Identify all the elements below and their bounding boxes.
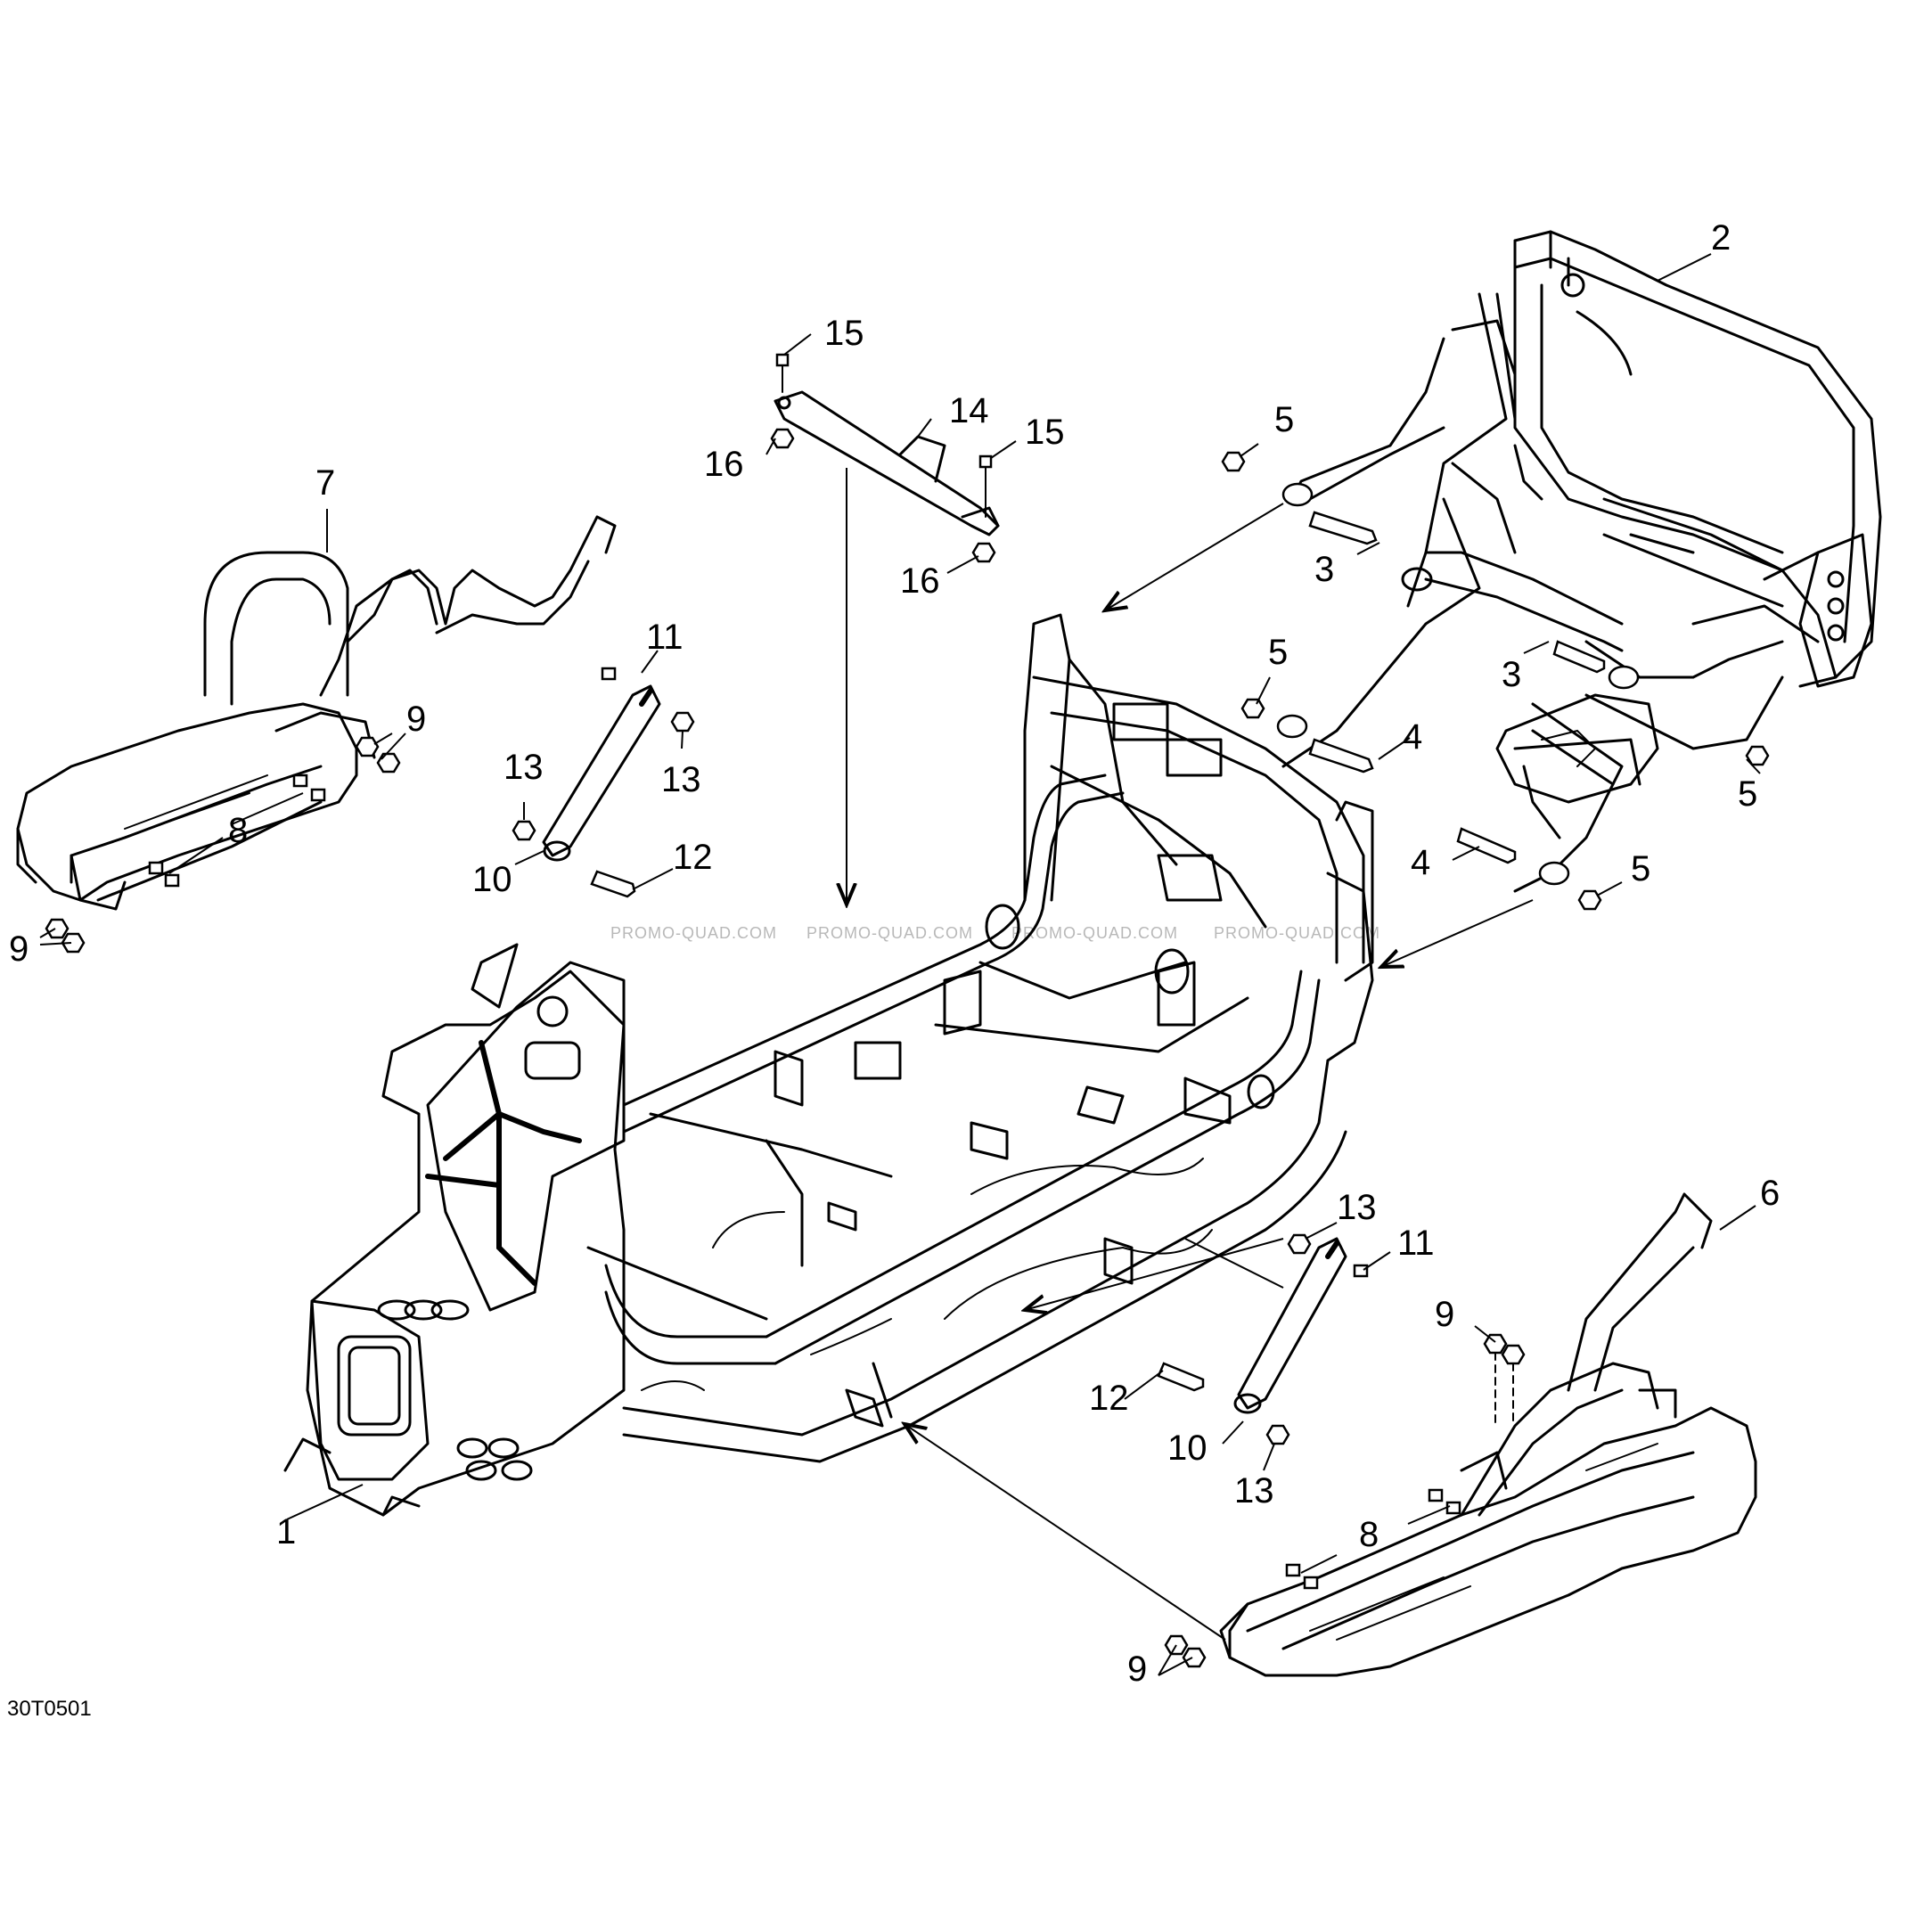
stabilizer-rod-upper <box>542 684 661 862</box>
nut-icon <box>376 752 401 774</box>
callout-13: 13 <box>503 748 544 787</box>
stabilizer-rod-lower <box>1233 1237 1347 1414</box>
bushing-icon <box>1608 665 1640 690</box>
watermark-text: PROMO-QUAD.COM <box>806 924 973 942</box>
bolt-icon <box>1285 1563 1301 1577</box>
callout-5: 5 <box>1738 774 1757 814</box>
assembly-arrow <box>1184 1238 1284 1289</box>
assembly-arrow <box>905 1424 1226 1641</box>
bolt-icon <box>1303 1576 1319 1590</box>
callout-5: 5 <box>1274 400 1294 439</box>
callout-16: 16 <box>704 445 744 484</box>
callout-9: 9 <box>9 929 29 969</box>
bolt-icon <box>775 353 790 367</box>
callout-4: 4 <box>1403 717 1422 757</box>
assembly-arrows <box>847 468 1534 1641</box>
bolt-icon <box>1308 511 1378 545</box>
bolt-icon <box>310 788 326 802</box>
nut-icon <box>770 428 795 449</box>
assembly-arrow <box>1105 503 1284 610</box>
nut-icon <box>1287 1233 1312 1255</box>
bolt-icon <box>148 861 164 875</box>
left-footrest <box>16 515 617 911</box>
callout-10: 10 <box>1167 1429 1208 1468</box>
callout-9: 9 <box>406 700 426 739</box>
nut-icon <box>670 711 695 733</box>
assembly-arrow <box>1381 899 1534 967</box>
callout-12: 12 <box>673 838 713 877</box>
watermark-text: PROMO-QUAD.COM <box>610 924 777 942</box>
callout-16: 16 <box>900 561 940 601</box>
callout-11: 11 <box>1397 1224 1435 1263</box>
callout-13: 13 <box>1234 1471 1274 1510</box>
bolt-icon <box>1157 1362 1205 1392</box>
leader-lines <box>39 253 1761 1676</box>
bolt-icon <box>1428 1488 1444 1502</box>
nut-icon <box>1265 1424 1290 1445</box>
main-frame <box>283 613 1374 1517</box>
nut-icon <box>1577 889 1602 911</box>
callout-6: 6 <box>1760 1174 1780 1213</box>
callout-15: 15 <box>824 314 864 353</box>
callout-10: 10 <box>472 860 512 899</box>
bushing-icon <box>1538 861 1570 886</box>
assembly-arrow <box>1025 1238 1284 1310</box>
nut-icon <box>1240 698 1265 719</box>
callout-9: 9 <box>1435 1295 1454 1334</box>
callout-8: 8 <box>1359 1515 1379 1554</box>
watermark-text: PROMO-QUAD.COM <box>1011 924 1178 942</box>
nut-icon <box>1182 1647 1207 1668</box>
callout-1: 1 <box>276 1512 296 1551</box>
callout-13: 13 <box>1337 1188 1377 1227</box>
bolt-icon <box>164 873 180 888</box>
callout-4: 4 <box>1411 843 1430 882</box>
nut-icon <box>45 918 70 939</box>
callout-14: 14 <box>949 391 989 430</box>
bolt-icon <box>978 454 993 469</box>
watermark-row: PROMO-QUAD.COM PROMO-QUAD.COM PROMO-QUAD… <box>610 924 1380 942</box>
nut-icon <box>1501 1344 1526 1365</box>
bolt-icon <box>1456 827 1517 864</box>
right-footrest <box>1219 1192 1757 1677</box>
bolt-icon <box>1308 738 1374 774</box>
watermark-text: PROMO-QUAD.COM <box>1214 924 1380 942</box>
callout-2: 2 <box>1711 218 1731 258</box>
callout-9: 9 <box>1127 1650 1147 1689</box>
bolt-icon <box>292 774 308 788</box>
bushing-icon <box>1276 714 1308 739</box>
callout-5: 5 <box>1268 633 1288 672</box>
bolt-icon <box>590 870 636 898</box>
bolt-icon <box>1445 1501 1461 1515</box>
nut-icon <box>1745 745 1770 766</box>
nut-icon <box>971 542 996 563</box>
bolt-icon <box>1353 1264 1369 1278</box>
rear-frame <box>1281 230 1882 893</box>
callout-3: 3 <box>1502 655 1521 694</box>
callout-11: 11 <box>646 618 684 657</box>
callout-labels: 1 2 3 3 4 4 5 5 5 5 6 7 8 8 9 9 9 9 10 1… <box>9 218 1780 1689</box>
bolt-icon <box>1552 640 1606 674</box>
bolt-icon <box>601 667 617 681</box>
figure-code: 30T0501 <box>7 1697 92 1721</box>
callout-13: 13 <box>661 760 701 799</box>
callout-5: 5 <box>1631 849 1650 888</box>
callout-12: 12 <box>1089 1379 1129 1418</box>
bushing-icon <box>1281 482 1314 507</box>
callout-8: 8 <box>228 811 248 850</box>
nut-icon <box>1221 451 1246 472</box>
callout-15: 15 <box>1025 413 1065 452</box>
brace-bar <box>774 390 1000 536</box>
callout-7: 7 <box>315 463 335 503</box>
nut-icon <box>355 736 380 757</box>
nut-icon <box>1483 1333 1508 1355</box>
callout-3: 3 <box>1314 550 1334 589</box>
nut-icon <box>512 820 536 841</box>
